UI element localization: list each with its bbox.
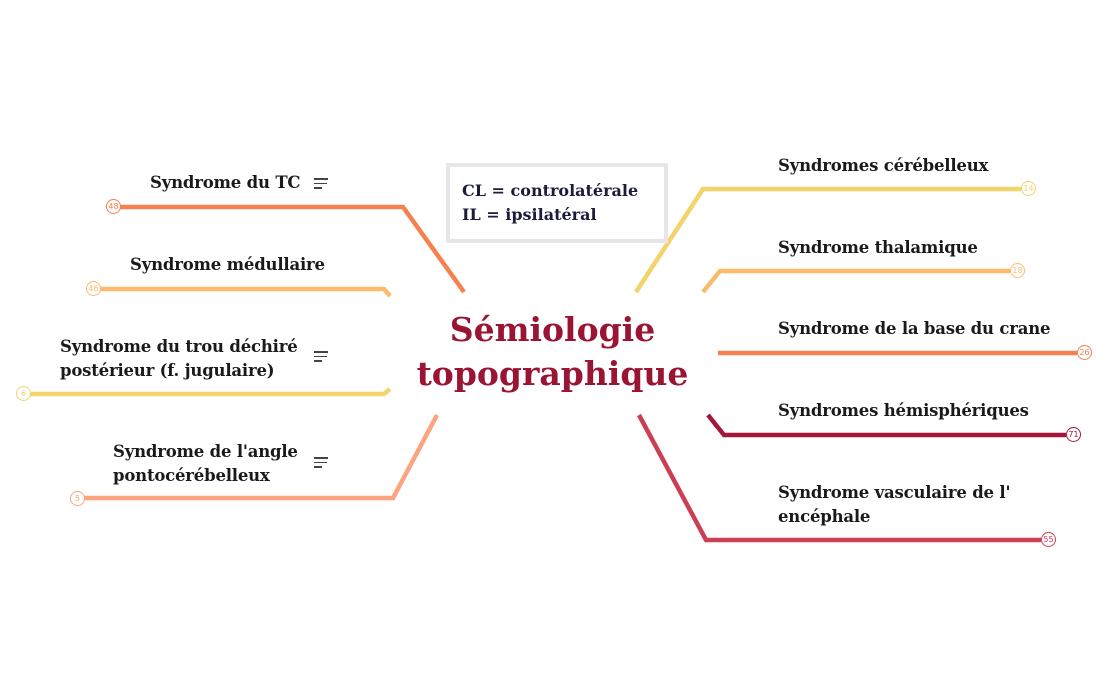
- connector-syndromes-hemispheriques: [706, 413, 1066, 438]
- topic-syndrome-tc[interactable]: Syndrome du TC: [150, 171, 301, 195]
- topic-syndrome-vasculaire-encephale[interactable]: Syndrome vasculaire de l' encéphale: [778, 481, 1011, 529]
- legend-line-il: IL = ipsilatéral: [462, 205, 597, 224]
- connector-syndrome-thalamique: [701, 268, 1010, 294]
- legend-note-box[interactable]: CL = controlatérale IL = ipsilatéral: [446, 163, 668, 243]
- topic-syndrome-thalamique[interactable]: Syndrome thalamique: [778, 236, 978, 260]
- subtopic-count-badge[interactable]: 46: [86, 281, 101, 296]
- central-topic[interactable]: Sémiologie topographique: [400, 308, 705, 396]
- topic-label-line-1: Syndrome vasculaire de l': [778, 483, 1011, 502]
- connector-syndromes-cerebelleux: [634, 186, 1021, 294]
- topic-syndrome-base-crane[interactable]: Syndrome de la base du crane: [778, 317, 1050, 341]
- subtopic-count-badge[interactable]: 6: [16, 386, 31, 401]
- legend-line-cl: CL = controlatérale: [462, 181, 639, 200]
- topic-syndrome-angle-pontocerebelleux[interactable]: Syndrome de l'angle pontocérébelleux: [113, 440, 298, 488]
- topic-label: Syndrome médullaire: [130, 255, 325, 274]
- topic-label-line-2: postérieur (f. jugulaire): [60, 361, 275, 380]
- topic-label-line-1: Syndrome du trou déchiré: [60, 337, 298, 356]
- subtopic-count-badge[interactable]: 48: [106, 199, 121, 214]
- subtopic-count-badge[interactable]: 5: [70, 491, 85, 506]
- notes-icon[interactable]: [314, 351, 328, 363]
- topic-label: Syndrome thalamique: [778, 238, 978, 257]
- topic-label-line-2: pontocérébelleux: [113, 466, 270, 485]
- topic-label: Syndrome de la base du crane: [778, 319, 1051, 338]
- connector-syndrome-medullaire: [100, 286, 392, 298]
- notes-icon[interactable]: [314, 178, 328, 190]
- notes-icon[interactable]: [314, 457, 328, 469]
- topic-label: Syndromes hémisphériques: [778, 401, 1029, 420]
- topic-label-line-1: Syndrome de l'angle: [113, 442, 298, 461]
- subtopic-count-badge[interactable]: 18: [1010, 263, 1025, 278]
- central-topic-line-1: Sémiologie: [449, 310, 656, 349]
- subtopic-count-badge[interactable]: 14: [1021, 181, 1036, 196]
- topic-label-line-2: encéphale: [778, 507, 871, 526]
- topic-syndromes-hemispheriques[interactable]: Syndromes hémisphériques: [778, 399, 1029, 423]
- connector-syndrome-angle: [84, 413, 439, 501]
- topic-syndrome-medullaire[interactable]: Syndrome médullaire: [130, 253, 325, 277]
- subtopic-count-badge[interactable]: 26: [1077, 345, 1092, 360]
- topic-syndromes-cerebelleux[interactable]: Syndromes cérébelleux: [778, 154, 988, 178]
- connector-syndrome-tc: [120, 204, 466, 294]
- subtopic-count-badge[interactable]: 55: [1041, 532, 1056, 547]
- connector-syndrome-trou-dechire: [30, 387, 392, 397]
- topic-label: Syndrome du TC: [150, 173, 301, 192]
- topic-syndrome-trou-dechire[interactable]: Syndrome du trou déchiré postérieur (f. …: [60, 335, 298, 383]
- connector-syndrome-vasculaire: [637, 413, 1041, 543]
- topic-label: Syndromes cérébelleux: [778, 156, 989, 175]
- subtopic-count-badge[interactable]: 71: [1066, 427, 1081, 442]
- central-topic-line-2: topographique: [416, 354, 689, 393]
